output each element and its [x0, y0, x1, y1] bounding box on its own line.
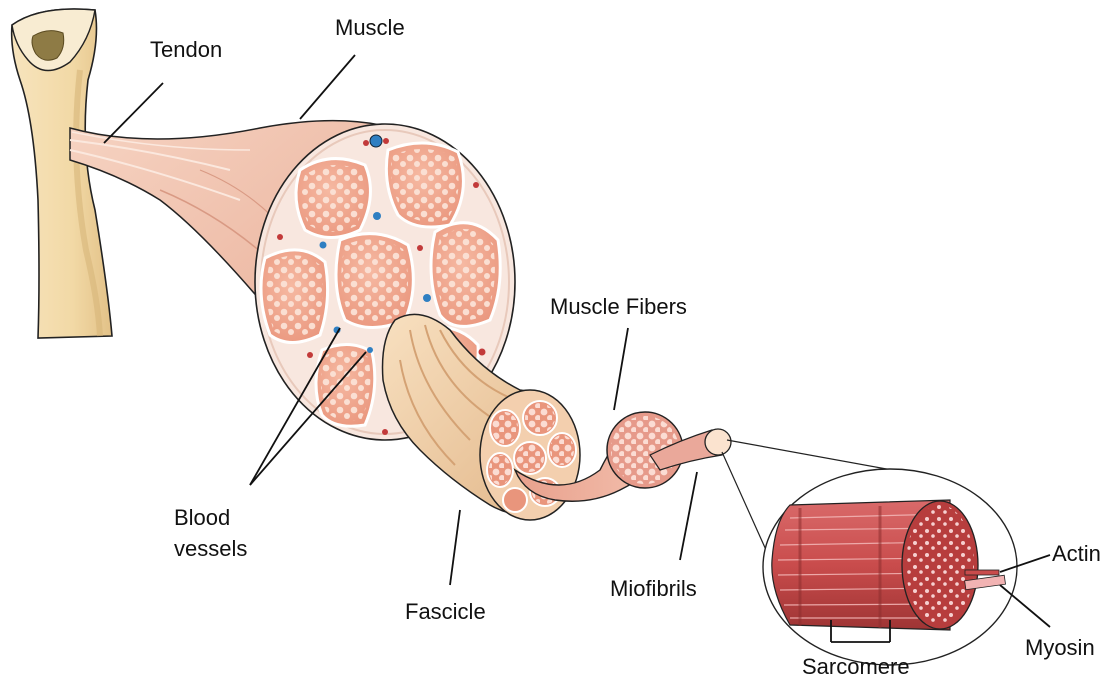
label-tendon: Tendon	[150, 36, 222, 63]
label-miofibrils: Miofibrils	[610, 575, 697, 602]
label-actin: Actin	[1052, 540, 1101, 567]
label-myosin: Myosin	[1025, 634, 1095, 661]
label-muscle-fibers: Muscle Fibers	[550, 293, 687, 320]
label-fascicle: Fascicle	[405, 598, 486, 625]
bone	[12, 9, 112, 338]
label-muscle: Muscle	[335, 14, 405, 41]
actin-filament	[965, 570, 999, 575]
label-sarcomere: Sarcomere	[802, 653, 910, 680]
label-blood-vessels-line2: vessels	[174, 535, 247, 562]
label-blood-vessels-line1: Blood	[174, 504, 230, 531]
